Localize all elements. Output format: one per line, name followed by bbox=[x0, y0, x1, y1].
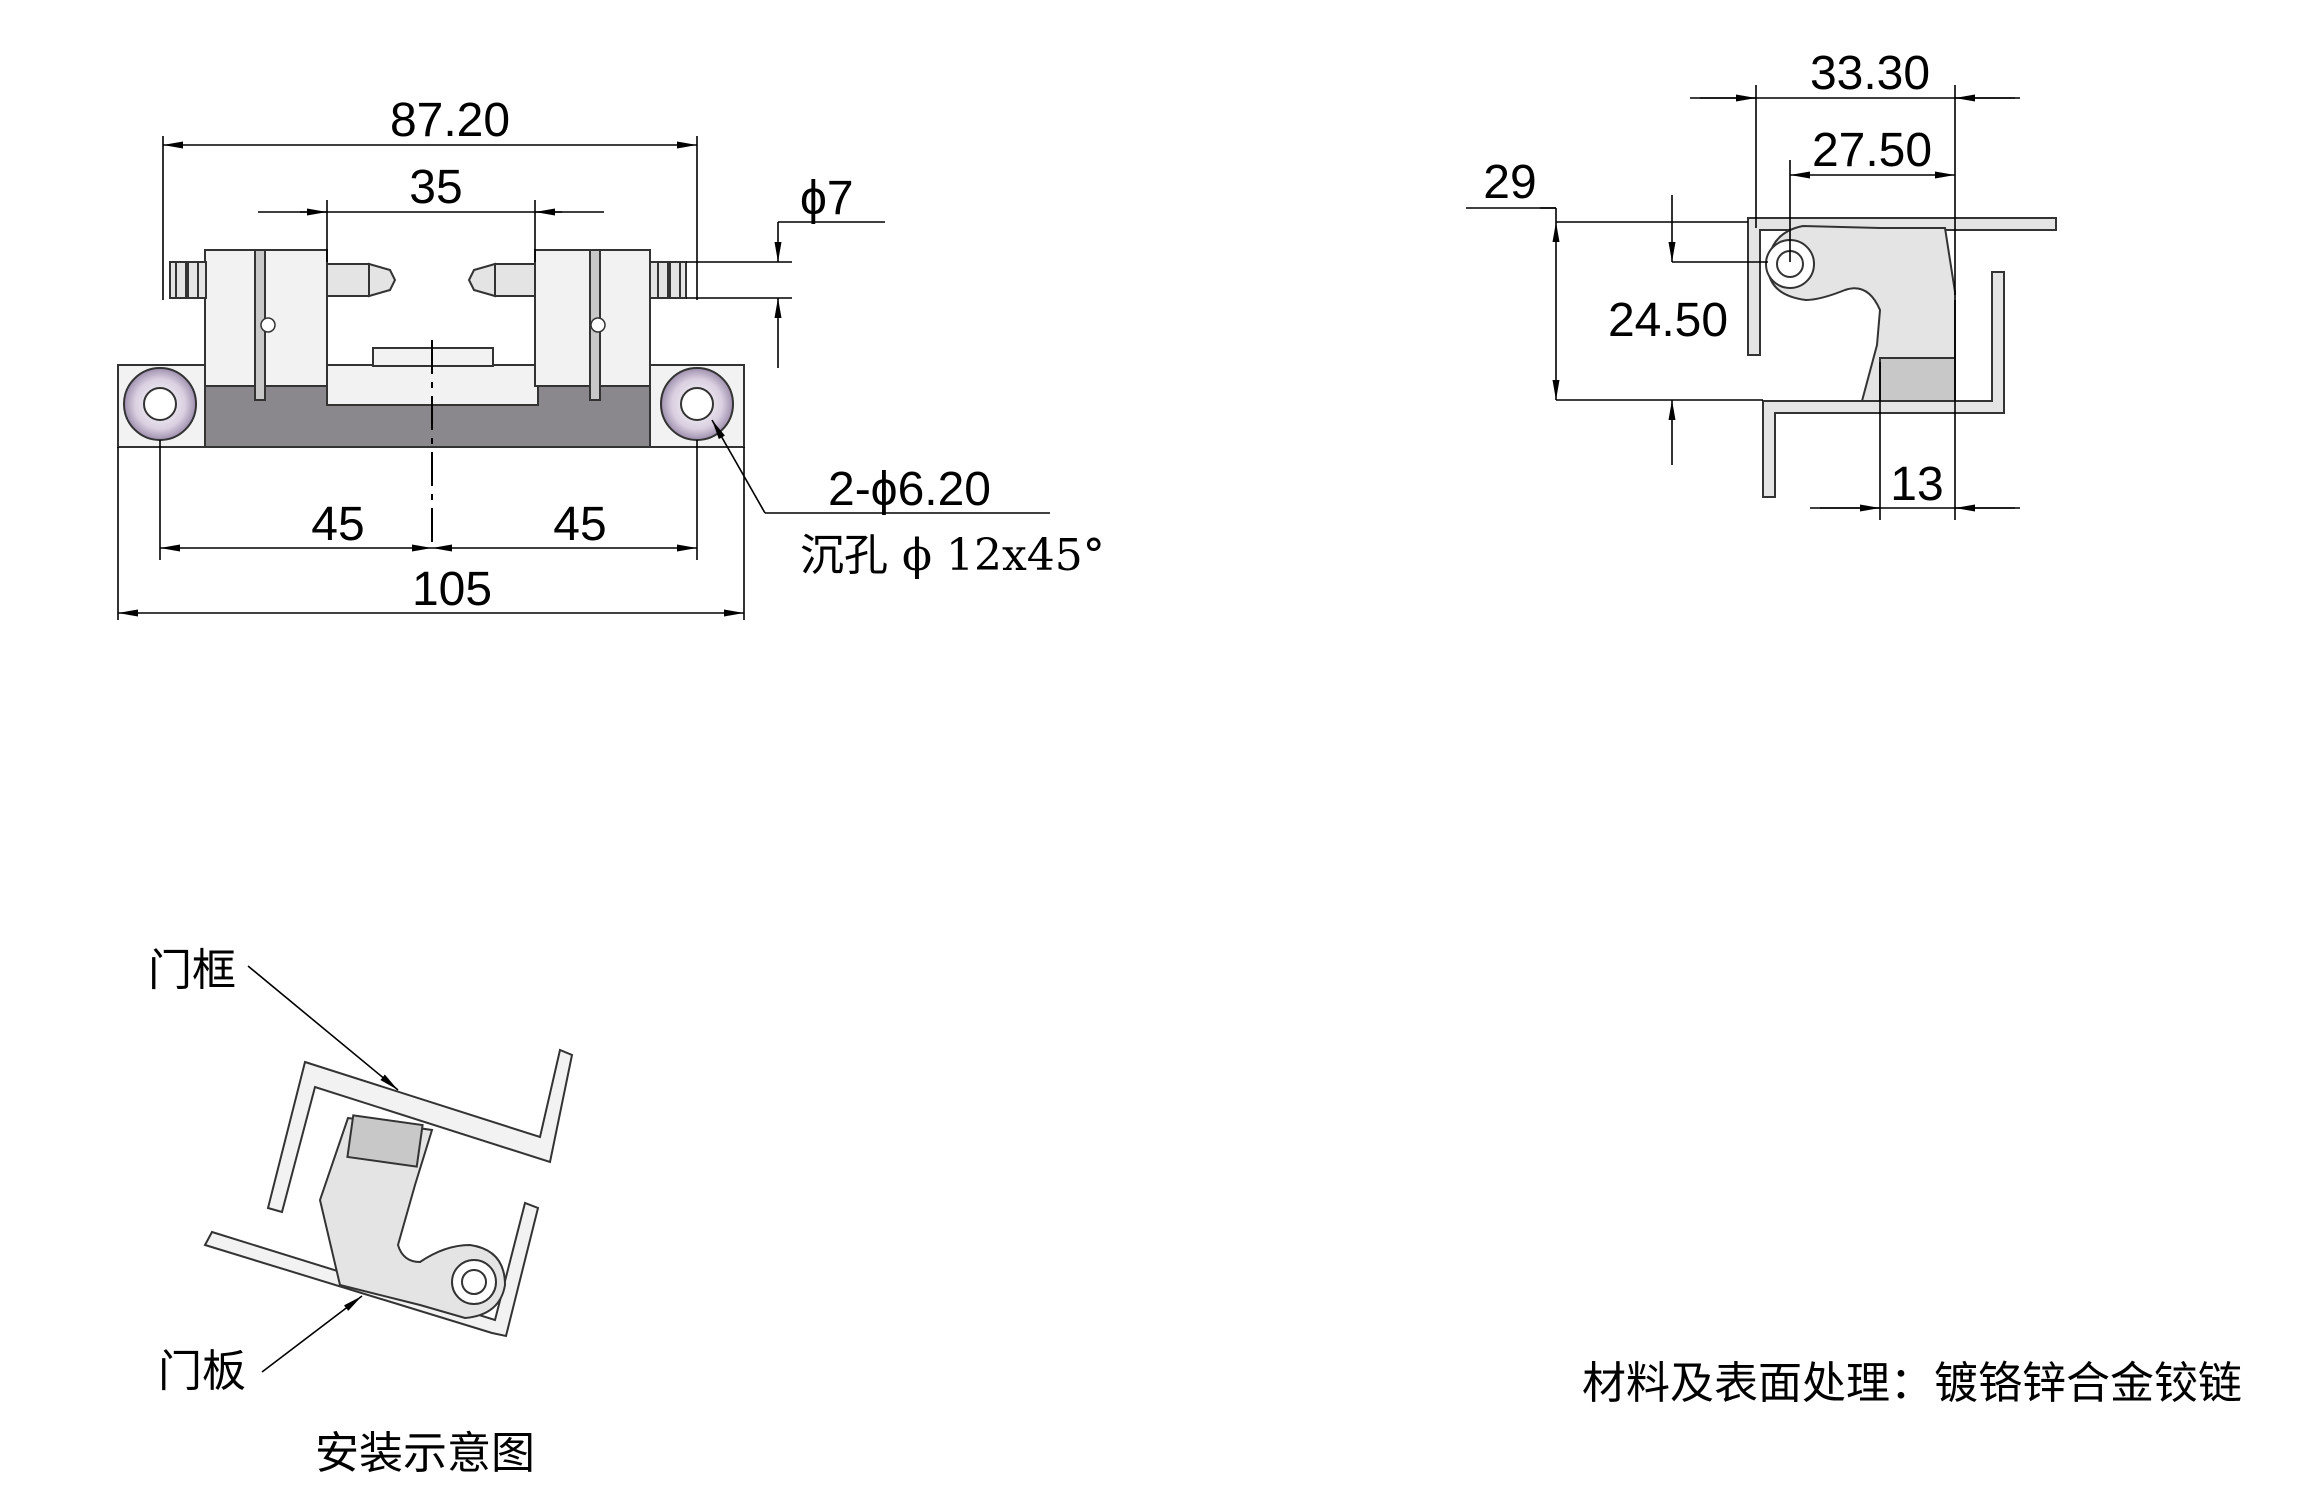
side-top-leaf bbox=[1747, 217, 2057, 356]
material-note: 材料及表面处理：镀铬锌合金铰链 bbox=[1582, 1358, 2242, 1409]
label-door-panel: 门板 bbox=[158, 1346, 246, 1397]
knuckle-left-rivet bbox=[260, 317, 276, 333]
dim-overall-length: 105 bbox=[412, 563, 492, 616]
side-bottom-leaf bbox=[1762, 271, 2005, 498]
install-view: 门框 门板 安装示意图 bbox=[148, 945, 574, 1479]
pin-right bbox=[467, 261, 687, 299]
install-hinge-upper-block bbox=[346, 1114, 424, 1168]
dim-height: 29 bbox=[1483, 156, 1536, 209]
dim-leaf-width: 13 bbox=[1890, 458, 1943, 511]
pin-left bbox=[169, 261, 397, 299]
side-view: 33.30 27.50 29 24.50 13 bbox=[1466, 47, 2057, 520]
side-body-lower bbox=[1879, 357, 1956, 402]
dim-pin-height: 24.50 bbox=[1608, 294, 1728, 347]
countersink-hole-left bbox=[123, 367, 197, 441]
dim-pin-diameter: ϕ7 bbox=[800, 172, 854, 225]
dim-overall-width: 33.30 bbox=[1810, 47, 1930, 100]
install-pin-inner bbox=[461, 1269, 487, 1295]
leader-door-panel bbox=[261, 1295, 363, 1373]
knuckle-right-rivet bbox=[590, 317, 606, 333]
dim-right-half: 45 bbox=[553, 498, 606, 551]
dim-knuckle-spacing: 35 bbox=[409, 161, 462, 214]
label-door-frame: 门框 bbox=[148, 945, 236, 996]
countersink-hole-right bbox=[660, 367, 734, 441]
dim-countersink: 沉孔 ϕ 12x45° bbox=[800, 530, 1105, 581]
install-caption: 安装示意图 bbox=[315, 1428, 535, 1479]
leader-door-frame bbox=[247, 965, 399, 1091]
hole-leader bbox=[711, 419, 766, 514]
front-view: 87.20 35 ϕ7 2-ϕ6.20 沉孔 ϕ 12x45° 45 45 10… bbox=[117, 94, 1105, 620]
dim-pin-to-edge: 27.50 bbox=[1812, 124, 1932, 177]
dim-hole-callout: 2-ϕ6.20 bbox=[828, 463, 991, 516]
dim-left-half: 45 bbox=[311, 498, 364, 551]
install-door-frame bbox=[266, 1048, 574, 1214]
dim-total-pin: 87.20 bbox=[390, 94, 510, 147]
